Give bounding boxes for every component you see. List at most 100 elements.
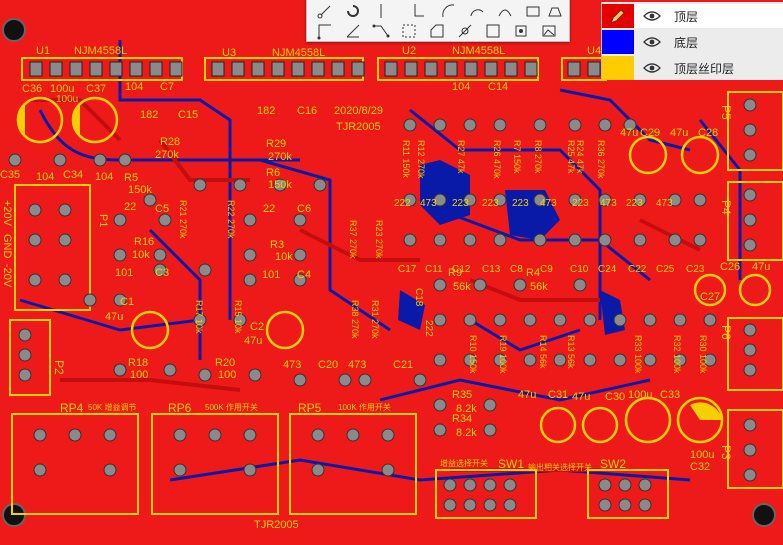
pad [673,353,687,367]
select-tool-icon[interactable] [313,1,337,21]
silk-label: P5 [719,105,733,120]
pad [443,498,457,512]
line-tool-icon[interactable] [369,1,393,21]
eye-icon[interactable] [642,35,662,49]
via-tool-icon[interactable] [453,21,477,41]
header-pin [231,61,245,77]
pad [293,273,307,287]
wire-tool-icon[interactable] [409,1,433,21]
image-insert-tool-icon[interactable] [537,21,561,41]
silk-label: TJR2005 [254,519,299,531]
box-tool-icon[interactable] [481,21,505,41]
header-pin [211,61,225,77]
image-tool-icon[interactable] [521,1,545,21]
silk-label: 222 [394,198,411,209]
silk-label: 223 [512,198,529,209]
pad [113,248,127,262]
silk-label: C7 [160,81,174,93]
component-pads [8,98,757,512]
polygon-tool-icon[interactable] [425,21,449,41]
silk-label: R4 [526,267,540,279]
arc-tool-icon[interactable] [437,1,461,21]
header-pin [169,61,183,77]
pad [28,203,42,217]
pad [403,193,417,207]
pad [83,293,97,307]
header-pin [109,61,123,77]
pad [743,98,757,112]
pad [483,398,497,412]
pencil-icon [611,9,625,23]
electrolytic-fills [19,105,722,420]
pad [18,348,32,362]
pad [103,428,117,442]
silk-label: R24 47k [575,140,585,174]
pad [463,118,477,132]
pad [553,353,567,367]
silk-label: RP6 [168,401,192,415]
header-pin [331,61,345,77]
header-pin [29,61,43,77]
pad [743,363,757,377]
connectors [9,91,783,489]
bottom-layer-pours [398,160,625,335]
silk-label: C14 [488,81,508,93]
rotate-tool-icon[interactable] [341,1,365,21]
pad [623,118,637,132]
pad [433,423,447,437]
silk-label: C32 [690,461,710,473]
silk-label: C27 [700,291,720,303]
pad [598,193,612,207]
arc2-tool-icon[interactable] [465,1,489,21]
silk-label: C34 [63,169,83,181]
silk-label: +20V [1,200,13,227]
corner-tool-icon[interactable] [313,21,337,41]
pad [93,153,107,167]
pad [143,193,157,207]
silk-label: R8 270k [533,140,543,174]
silk-label: 47u [244,335,262,347]
silk-label: C37 [86,83,106,95]
header-pins [29,61,601,77]
eye-icon[interactable] [642,9,662,23]
silk-label: C9 [540,264,553,275]
electrolytic-capacitors [16,96,772,444]
layer-row-bottom[interactable]: 底层 [602,30,783,54]
layer-row-top-silk[interactable]: 顶层丝印层 [602,56,783,80]
layer-row-top[interactable]: 顶层 [602,4,783,28]
pad [743,468,757,482]
pad [743,343,757,357]
layer-swatch-bottom [602,30,634,54]
pad [103,463,117,477]
silk-label: C36 [22,83,42,95]
pad [503,478,517,492]
rect-select-tool-icon[interactable] [397,21,421,41]
track-tool-icon[interactable] [369,21,393,41]
silk-label: C18 [413,288,424,307]
silk-label: R12 270k [416,140,426,179]
pad [553,313,567,327]
silk-label: C4 [297,269,311,281]
silk-label: 473 [420,198,437,209]
silk-label: C15 [178,109,198,121]
pad [153,263,167,277]
pad [243,428,257,442]
layer-swatch-top [602,4,634,28]
silk-label: R6 [266,167,280,179]
pad [58,273,72,287]
silk-label: 10k [132,249,150,261]
eye-icon[interactable] [642,61,662,75]
pad [568,233,582,247]
header-pin [464,61,478,77]
header-pin [424,61,438,77]
silk-label: 473 [283,359,301,371]
silk-label: 270k [155,149,179,161]
angle-tool-icon[interactable] [341,21,365,41]
silk-label: 223 [482,198,499,209]
silk-label: R25 47k [566,140,576,174]
pad [618,498,632,512]
pour-tool-icon[interactable] [543,1,567,21]
dimension-tool-icon[interactable] [509,21,533,41]
pen-tool-icon[interactable] [493,1,517,21]
